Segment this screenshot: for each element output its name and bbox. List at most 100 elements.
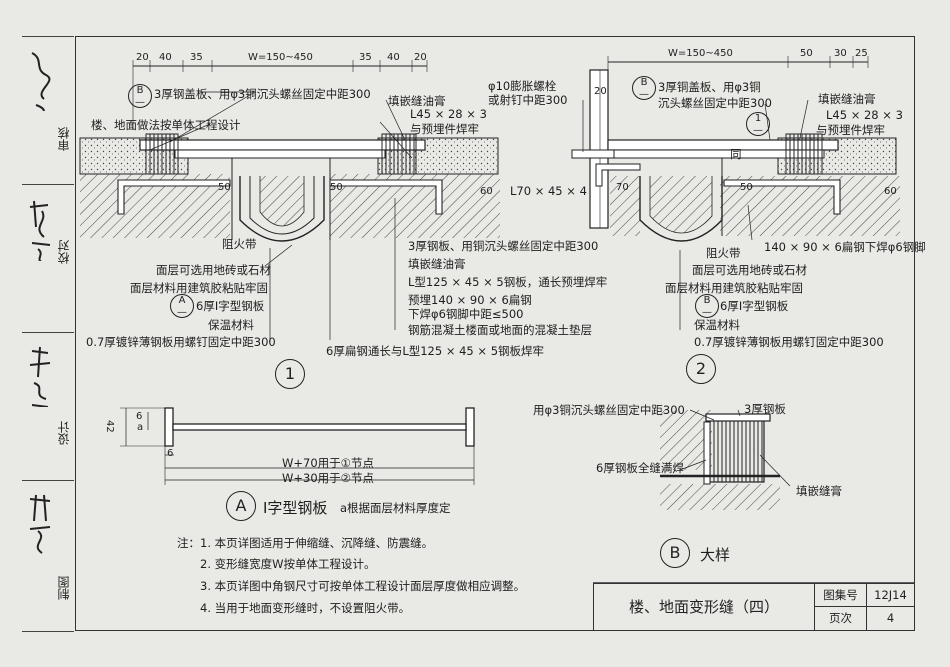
callout-b-sub-1: — — [135, 97, 145, 108]
callout-a-circle-2: B — — [695, 294, 719, 318]
sidebar-row-draw: 制图 — [22, 480, 74, 632]
dim-40a: 40 — [159, 52, 172, 63]
left-note-2-1: 面层可选用地砖或石材 — [692, 263, 807, 277]
right-note-1-6: 钢筋混凝土楼面或地面的混凝土垫层 — [408, 323, 592, 337]
angle-note-1: 与预埋件焊牢 — [410, 122, 479, 136]
dim-width-1: W=150~450 — [248, 52, 313, 63]
dim-40b: 40 — [387, 52, 400, 63]
callout-a-letter-1: A — [178, 295, 186, 306]
note-item-2: 2. 变形缝宽度W按单体工程设计。 — [200, 557, 376, 571]
right-note-1-3: L型125 × 45 × 5钢板，通长预埋焊牢 — [408, 275, 608, 289]
detail-number-2: 2 — [686, 354, 716, 384]
dim-70-2: 70 — [616, 182, 629, 193]
floor-note-1: 楼、地面做法按单体工程设计 — [91, 118, 241, 132]
page-value: 4 — [866, 607, 914, 630]
left-note-1-1: 面层可选用地砖或石材 — [156, 263, 271, 277]
dim-a: a — [137, 422, 144, 433]
bolt-label-2b: 或射钉中距300 — [488, 93, 568, 107]
right-note-1-1: 3厚钢板、用铜沉头螺丝固定中距300 — [408, 239, 599, 253]
ref-detail-1-circle: 1 — — [746, 112, 770, 136]
signature-draw — [29, 494, 51, 554]
atlas-value: 12J14 — [866, 584, 914, 607]
atlas-label: 图集号 — [814, 584, 866, 607]
detail-b-circle: B — [660, 538, 690, 568]
dim-42: 42 — [104, 420, 115, 433]
sidebar-row-review: 审核 — [22, 36, 74, 185]
detail-b-sealant: 填嵌缝膏 — [796, 484, 842, 498]
dim-width-2: W=150~450 — [668, 48, 733, 59]
drawing-frame — [75, 36, 915, 631]
dim-20a: 20 — [136, 52, 149, 63]
callout-b-letter-2: B — [640, 77, 648, 88]
detail-b-large-scale — [660, 409, 791, 510]
callout-a-circle-1: A — — [170, 294, 194, 318]
left-note-1-3: 6厚I字型钢板 — [196, 299, 265, 313]
cover-note-2b: 沉头螺丝固定中距300 — [658, 96, 772, 110]
dim-50a: 50 — [218, 182, 231, 193]
detail-a-title: I字型钢板 — [263, 499, 328, 517]
angle-left-2: L70 × 45 × 4 — [510, 184, 587, 198]
drawing-title: 楼、地面变形缝（四） — [628, 598, 779, 616]
right-note-1-4: 预埋140 × 90 × 6扁钢 — [408, 293, 532, 307]
note-item-3: 3. 本页详图中角钢尺寸可按单体工程设计面层厚度做相应调整。 — [200, 579, 526, 593]
dim-30-2: 30 — [834, 48, 847, 59]
callout-b-circle-2: B — — [632, 76, 656, 100]
callout-b-sub-2: — — [639, 89, 649, 100]
sealant-label-1: 填嵌缝油膏 — [388, 94, 446, 108]
left-note-2-3: 6厚I字型钢板 — [720, 299, 789, 313]
title-block: 楼、地面变形缝（四） 图集号 12J14 页次 4 — [593, 583, 915, 631]
page-label: 页次 — [814, 607, 866, 630]
dim-6-bottom: 6 — [167, 448, 174, 459]
left-note-1-5: 0.7厚镀锌薄钢板用螺钉固定中距300 — [86, 335, 276, 349]
detail-2-section — [571, 56, 900, 330]
dim-20-2: 20 — [594, 86, 607, 97]
dim-50b-2: 50 — [740, 182, 753, 193]
ref-detail-1-sub: — — [753, 125, 763, 136]
right-note-1-2: 填嵌缝油膏 — [408, 257, 466, 271]
dim-60-2: 60 — [884, 186, 897, 197]
note-item-4: 4. 当用于地面变形缝时，不设置阻火带。 — [200, 601, 411, 615]
callout-b-letter-1: B — [136, 85, 144, 96]
left-note-2-2: 面层材料用建筑胶粘贴牢固 — [665, 281, 803, 295]
length-note-1: W+70用于①节点 — [282, 456, 374, 470]
angle-label-1: L45 × 28 × 3 — [410, 107, 487, 121]
detail-a-circle: A — [226, 491, 256, 521]
ref-detail-1-number: 1 — [754, 113, 762, 124]
callout-b-circle-1: B — — [128, 84, 152, 108]
sealant-label-2: 填嵌缝油膏 — [818, 92, 876, 106]
same-as-label: 同 — [730, 147, 742, 161]
callout-b-sub-3: — — [702, 307, 712, 318]
dim-50-2: 50 — [800, 48, 813, 59]
detail-b-title: 大样 — [700, 546, 731, 564]
left-note-2-5: 0.7厚镀锌薄钢板用螺钉固定中距300 — [694, 335, 884, 349]
left-note-1-4: 保温材料 — [208, 318, 254, 332]
notes-prefix: 注： — [177, 536, 200, 550]
sidebar-row-check: 校对 — [22, 184, 74, 333]
length-note-2: W+30用于②节点 — [282, 471, 374, 485]
right-note-1-5: 下焊φ6钢脚中距≤500 — [408, 307, 524, 321]
detail-number-1: 1 — [275, 359, 305, 389]
bottom-note-1: 6厚扁钢通长与L型125 × 45 × 5钢板焊牢 — [326, 344, 545, 358]
dim-60-1: 60 — [480, 186, 493, 197]
signature-design — [29, 346, 51, 407]
flat-steel-2: 140 × 90 × 6扁钢下焊φ6钢脚 — [764, 240, 926, 254]
dim-35b: 35 — [359, 52, 372, 63]
fire-strip-1: 阻火带 — [222, 237, 257, 251]
signature-check — [29, 200, 51, 261]
left-note-2-4: 保温材料 — [694, 318, 740, 332]
detail-b-screw: 用φ3铜沉头螺丝固定中距300 — [533, 403, 685, 417]
detail-a-note: a根据面层材料厚度定 — [340, 501, 451, 515]
detail-1-section — [79, 60, 500, 342]
fire-strip-2: 阻火带 — [706, 246, 741, 260]
detail-b-weld: 6厚钢板全缝满焊 — [596, 461, 684, 475]
bolt-label-2: φ10膨胀螺栓 — [488, 79, 557, 93]
signature-review — [31, 52, 51, 111]
dim-20b: 20 — [414, 52, 427, 63]
left-note-1-2: 面层材料用建筑胶粘贴牢固 — [130, 281, 268, 295]
angle-note-2: 与预埋件焊牢 — [816, 123, 885, 137]
dim-35a: 35 — [190, 52, 203, 63]
dim-6-top: 6 — [136, 411, 143, 422]
sidebar-row-design: 设计 — [22, 332, 74, 481]
dim-50b: 50 — [330, 182, 343, 193]
